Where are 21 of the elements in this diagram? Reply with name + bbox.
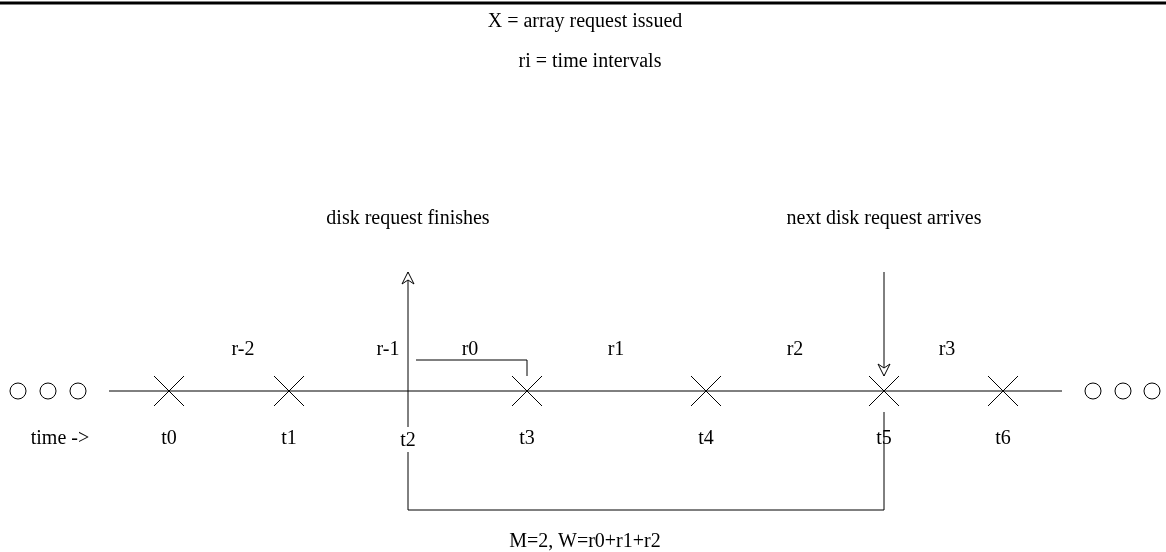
label: X = array request issued (487, 10, 683, 30)
label: time -> (30, 427, 90, 447)
label: r0 (461, 338, 479, 358)
label: r1 (607, 338, 625, 358)
time-label: t2 (400, 427, 416, 452)
label: r3 (938, 338, 956, 358)
arrow (877, 271, 891, 377)
time-label: t3 (519, 427, 535, 447)
label: r-1 (376, 338, 400, 358)
event-label: next disk request arrives (786, 205, 982, 230)
label: r2 (786, 338, 804, 358)
event-label: disk request finishes (326, 205, 490, 230)
label: r-2 (231, 338, 255, 358)
label: M=2, W=r0+r1+r2 (509, 530, 661, 550)
time-label: t5 (876, 427, 892, 447)
time-label: t1 (281, 427, 297, 447)
time-label: t6 (995, 427, 1011, 447)
label: ri = time intervals (518, 50, 662, 70)
arrow (401, 271, 415, 428)
time-label: t4 (698, 427, 714, 447)
time-label: t0 (161, 427, 177, 447)
